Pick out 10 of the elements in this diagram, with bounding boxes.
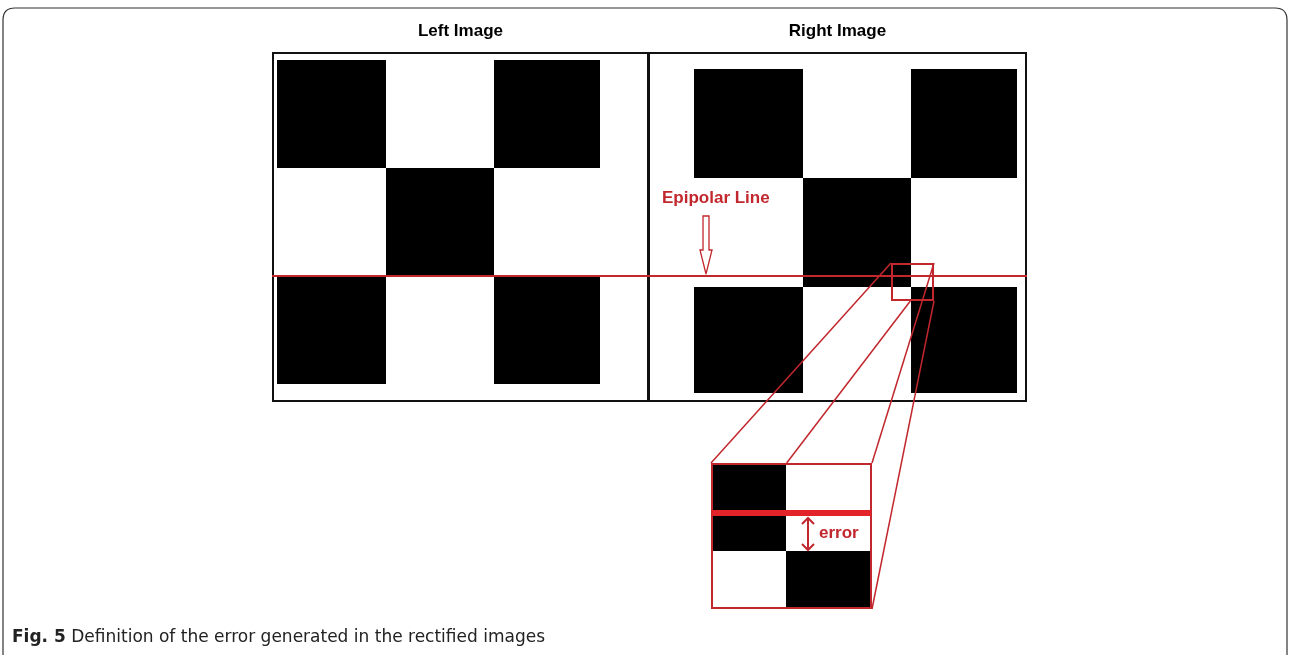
callout-label: Epipolar Line — [662, 188, 770, 207]
panel-heading: Left Image — [417, 21, 504, 41]
figure-caption: Fig. 5 Definition of the error generated in the rectified images — [12, 626, 545, 646]
projection-line — [871, 262, 935, 464]
epipolar-line — [272, 275, 1027, 277]
projection-line — [871, 300, 935, 610]
error-label: error — [819, 523, 859, 543]
panel-heading: Right Image — [787, 21, 888, 41]
hollow-arrow — [699, 215, 713, 275]
projection-line — [785, 300, 912, 464]
